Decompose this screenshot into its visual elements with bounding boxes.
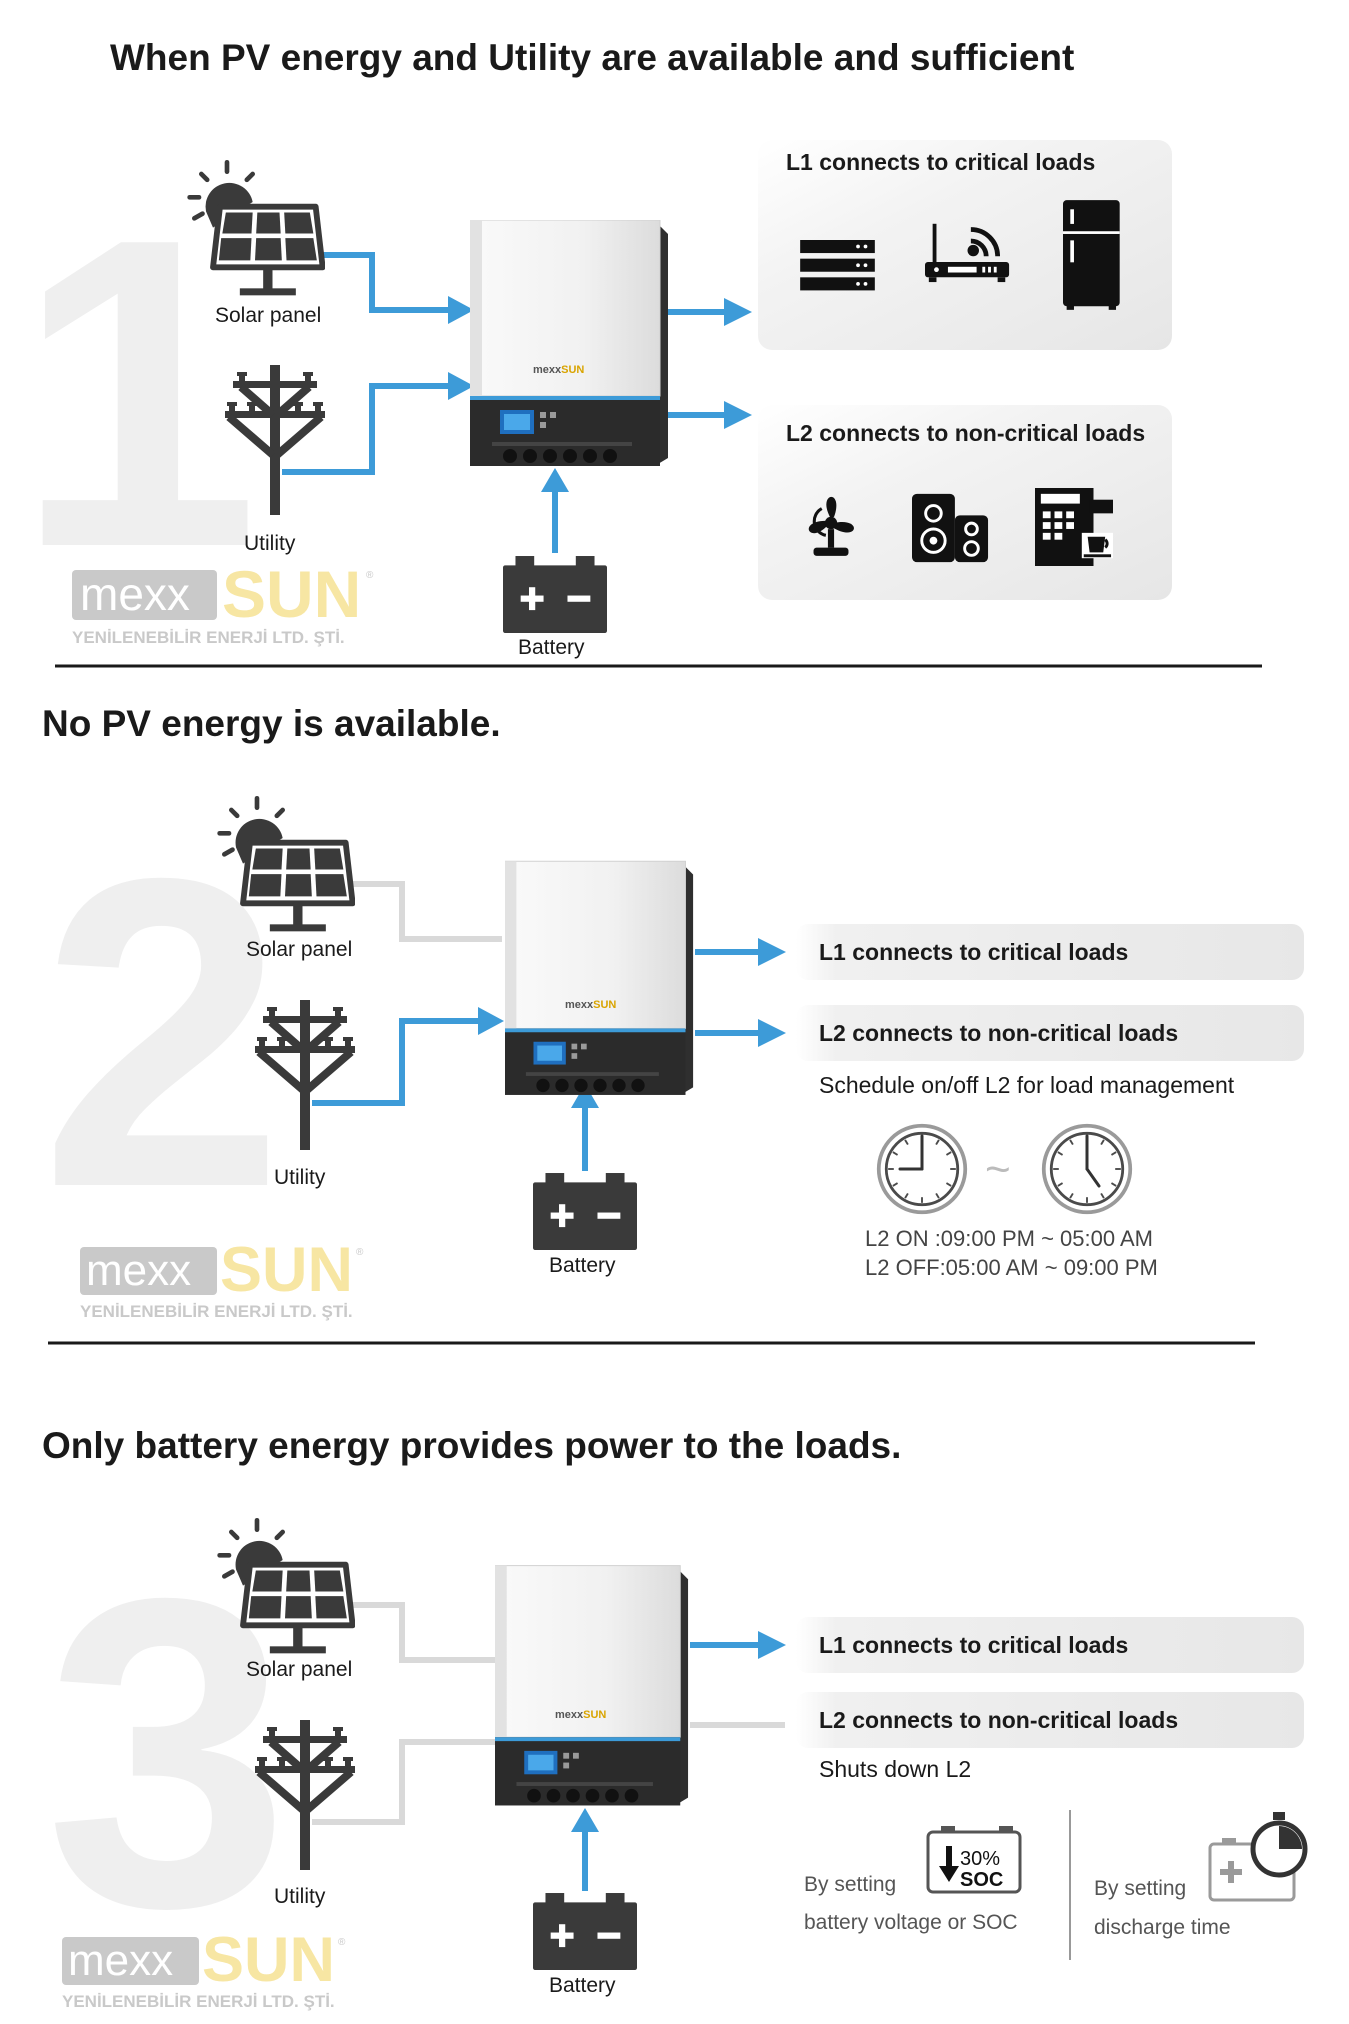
s2-note: Schedule on/off L2 for load management	[819, 1072, 1235, 1098]
s2-inverter-icon	[505, 860, 694, 1096]
soc-caption: battery voltage or SOC	[804, 1911, 1018, 1934]
s1-l1-label: L1 connects to critical loads	[786, 149, 1095, 175]
s2-utility-line	[312, 1018, 480, 1106]
clock-off-hands	[1085, 1134, 1101, 1188]
clock-on-hands	[898, 1134, 924, 1171]
s2-l1-panel	[796, 924, 1304, 980]
s3-inverter-icon	[495, 1565, 689, 1806]
s1-solar-label: Solar panel	[215, 304, 321, 327]
s3-brand-logo: mexx SUN ® YENİLENEBİLİR ENERJİ LTD. ŞTİ…	[62, 1925, 346, 2011]
s1-solar-arrow	[448, 296, 474, 324]
s3-utility-label: Utility	[274, 1885, 326, 1908]
svg-text:SUN: SUN	[202, 1925, 335, 1995]
svg-text:mexx: mexx	[68, 1936, 173, 1985]
s1-l2-arrow	[724, 401, 752, 429]
s1-battery-arrow	[541, 468, 569, 492]
s3-battery-arrow	[571, 1808, 599, 1832]
s2-device-logo: mexxSUN	[565, 999, 616, 1011]
s1-solar-line	[320, 252, 450, 313]
svg-text:SUN: SUN	[222, 557, 361, 631]
discharge-caption: discharge time	[1094, 1916, 1231, 1939]
s2-l1-label: L1 connects to critical loads	[819, 939, 1128, 965]
stopwatch-icon	[1250, 1812, 1308, 1878]
s2-l1-arrow	[758, 938, 786, 966]
schedule-off-text: L2 OFF:05:00 AM ~ 09:00 PM	[865, 1255, 1158, 1280]
s2-solar-label: Solar panel	[246, 938, 352, 961]
s3-l1-panel	[796, 1617, 1304, 1673]
s2-solar-line	[350, 881, 502, 942]
clock-tilde: ~	[985, 1145, 1011, 1194]
svg-text:SUN: SUN	[220, 1235, 353, 1305]
s1-l2-label: L2 connects to non-critical loads	[786, 420, 1145, 446]
svg-text:YENİLENEBİLİR ENERJİ LTD. ŞTİ.: YENİLENEBİLİR ENERJİ LTD. ŞTİ.	[72, 628, 345, 647]
section-3: 3 Only battery energy provides power to …	[42, 1425, 1308, 2011]
s2-brand-logo: mexx SUN ® YENİLENEBİLİR ENERJİ LTD. ŞTİ…	[80, 1235, 364, 1321]
s3-l1-arrow	[758, 1631, 786, 1659]
section-1-heading: When PV energy and Utility are available…	[110, 37, 1074, 78]
server-icon	[800, 240, 875, 291]
s2-l2-panel	[796, 1005, 1304, 1061]
s3-note: Shuts down L2	[819, 1756, 971, 1782]
svg-text:YENİLENEBİLİR ENERJİ LTD. ŞTİ.: YENİLENEBİLİR ENERJİ LTD. ŞTİ.	[62, 1992, 335, 2011]
svg-text:®: ®	[356, 1247, 364, 1258]
section-2-heading: No PV energy is available.	[42, 703, 501, 744]
s3-l2-panel	[796, 1692, 1304, 1748]
svg-text:®: ®	[338, 1937, 346, 1948]
s3-battery-icon	[533, 1893, 637, 1970]
s1-l1-arrow	[724, 298, 752, 326]
s1-utility-arrow	[448, 372, 474, 400]
s2-l2-label: L2 connects to non-critical loads	[819, 1020, 1178, 1046]
s3-solar-line	[350, 1602, 495, 1663]
section-2: 2 No PV energy is available. Solar panel…	[40, 703, 1304, 1345]
s1-brand-logo: mexx SUN ® YENİLENEBİLİR ENERJİ LTD. ŞTİ…	[72, 557, 374, 647]
s3-utility-line	[312, 1739, 495, 1825]
fridge-icon	[1063, 200, 1120, 310]
soc-battery-icon	[926, 1826, 1022, 1894]
section-3-heading: Only battery energy provides power to th…	[42, 1425, 901, 1466]
soc-by-setting-text: By setting	[804, 1873, 896, 1896]
s1-battery-label: Battery	[518, 636, 585, 659]
s2-battery-icon	[533, 1173, 637, 1250]
s1-utility-line	[282, 383, 450, 475]
s3-l2-label: L2 connects to non-critical loads	[819, 1707, 1178, 1733]
soc-percent: 30%	[960, 1848, 1000, 1870]
s1-battery-icon	[503, 556, 607, 633]
s3-device-logo: mexxSUN	[555, 1709, 606, 1721]
s3-l1-label: L1 connects to critical loads	[819, 1632, 1128, 1658]
s2-utility-label: Utility	[274, 1166, 326, 1189]
s1-device-logo: mexxSUN	[533, 364, 584, 376]
s1-inverter-icon	[470, 220, 669, 467]
svg-text:mexx: mexx	[86, 1246, 191, 1295]
section-1-lines	[282, 252, 726, 553]
s2-battery-arrow	[571, 1084, 599, 1108]
schedule-on-text: L2 ON :09:00 PM ~ 05:00 AM	[865, 1226, 1153, 1251]
s2-battery-label: Battery	[549, 1254, 616, 1277]
section-1: 1 When PV energy and Utility are availab…	[15, 37, 1262, 668]
svg-text:mexx: mexx	[80, 568, 190, 620]
svg-text:®: ®	[366, 570, 374, 581]
svg-text:YENİLENEBİLİR ENERJİ LTD. ŞTİ.: YENİLENEBİLİR ENERJİ LTD. ŞTİ.	[80, 1302, 353, 1321]
s2-utility-arrow	[478, 1007, 504, 1035]
discharge-by-setting-text: By setting	[1094, 1877, 1186, 1900]
s1-utility-label: Utility	[244, 532, 296, 555]
soc-text: SOC	[960, 1869, 1003, 1891]
s3-battery-label: Battery	[549, 1974, 616, 1997]
s3-solar-label: Solar panel	[246, 1658, 352, 1681]
s2-l2-arrow	[758, 1019, 786, 1047]
